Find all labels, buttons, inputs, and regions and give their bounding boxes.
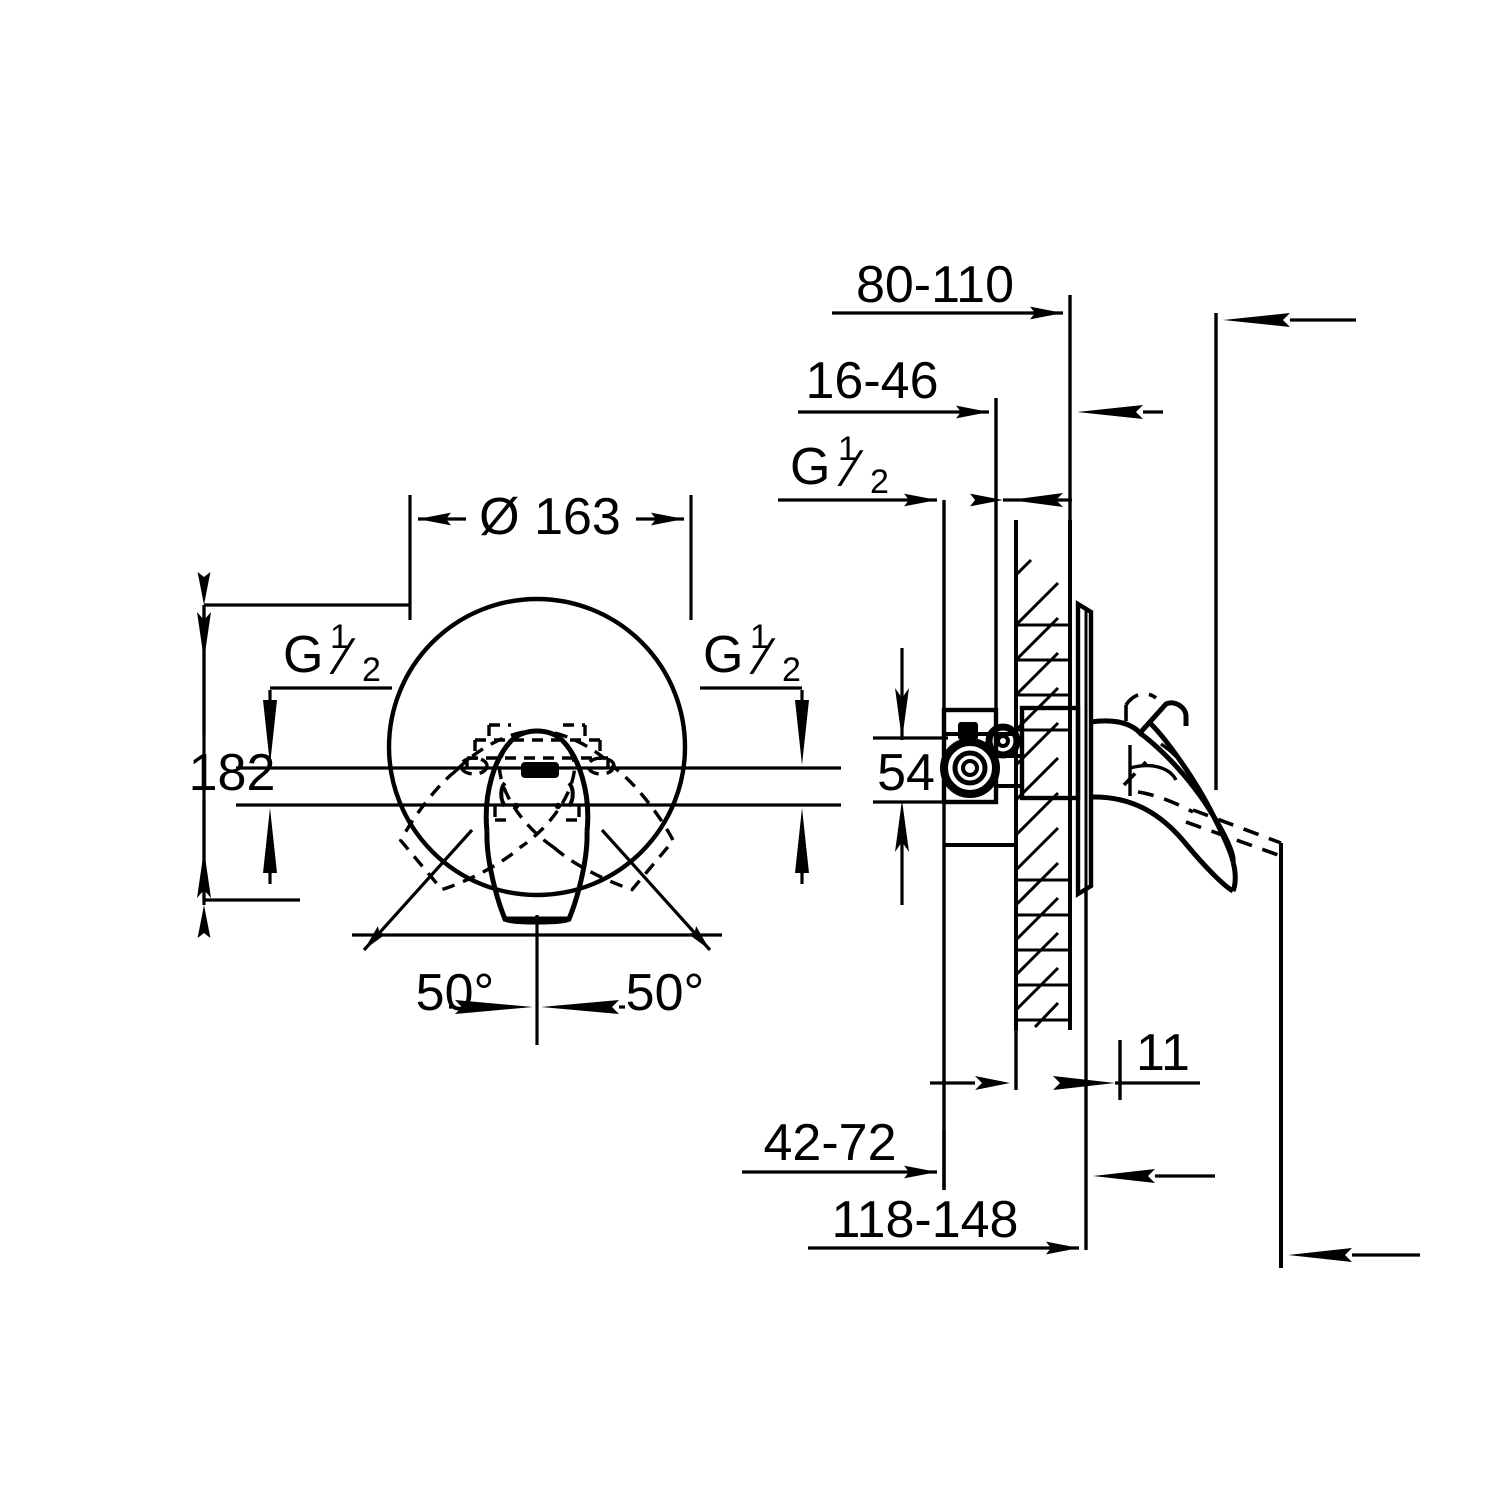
label-thread-left-num: 1 (330, 618, 349, 656)
label-thread-right: G 1 ⁄ 2 (703, 618, 801, 689)
label-angle-left: 50° (416, 964, 495, 1022)
handle-ghost-outlines (398, 728, 676, 892)
dim-diameter-163 (408, 495, 693, 620)
escutcheon-circle (386, 596, 688, 898)
lever-ghost-outline (1122, 692, 1282, 858)
label-thread-side-letter: G (790, 438, 830, 496)
label-thread-right-letter: G (703, 626, 743, 684)
label-height-54: 54 (877, 744, 935, 802)
side-extension-lines (942, 295, 1218, 1250)
dim-angle-leaders (352, 828, 722, 1045)
lever-handle-side (1089, 700, 1238, 894)
dim-182-inner-arrows-right (795, 690, 809, 884)
label-thread-left-letter: G (283, 626, 323, 684)
dim-54 (873, 648, 948, 905)
label-thread-right-den: 2 (782, 651, 801, 689)
dim-bottom-right-arrow (1288, 1248, 1420, 1262)
dim-16-46-inner (1077, 405, 1163, 419)
label-depth-16-46: 16-46 (806, 352, 939, 410)
label-depth-42-72: 42-72 (764, 1114, 897, 1172)
dim-top-right-arrow (1223, 313, 1356, 327)
dim-11 (1053, 1076, 1200, 1090)
label-angle-right: 50° (626, 964, 705, 1022)
label-thread-side: G 1 ⁄ 2 (790, 430, 889, 501)
valve-body (940, 705, 1081, 805)
handle-indicator-slot (521, 762, 559, 778)
label-depth-80-110: 80-110 (856, 256, 1014, 314)
label-height-182: 182 (189, 744, 276, 802)
dim-mid-right-arrows (1093, 1169, 1215, 1183)
side-section-view (742, 295, 1420, 1268)
label-thread-left: G 1 ⁄ 2 (283, 618, 381, 689)
front-view (197, 495, 841, 1045)
label-proj-11: 11 (1136, 1024, 1190, 1082)
dim-182-inner-arrows (263, 690, 277, 884)
label-thread-side-num: 1 (838, 430, 857, 468)
dim-height-182 (197, 572, 410, 938)
leader-thread-side (778, 493, 1072, 507)
label-depth-118-148: 118-148 (832, 1191, 1019, 1249)
dim-11-left-arrow (930, 1076, 1010, 1090)
label-diameter: Ø 163 (479, 488, 621, 546)
label-thread-side-den: 2 (870, 463, 889, 501)
label-thread-left-den: 2 (362, 651, 381, 689)
label-thread-right-num: 1 (750, 618, 769, 656)
